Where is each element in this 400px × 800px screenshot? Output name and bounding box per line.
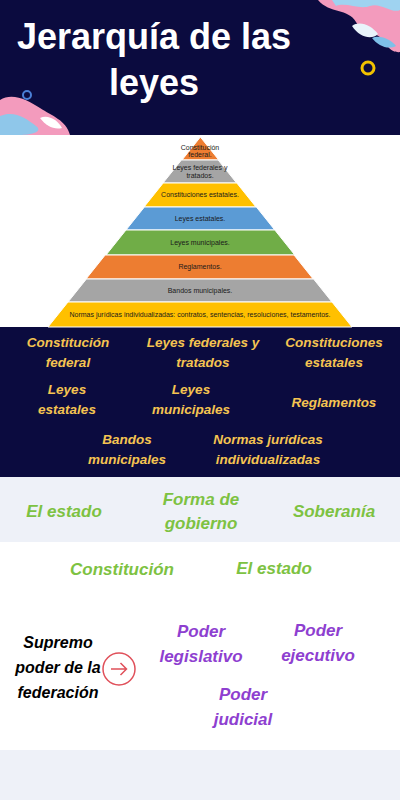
navy-band: [0, 327, 400, 477]
pyramid-band: Constitución federal.: [182, 137, 219, 160]
band-fill: [48, 302, 352, 327]
concept-label: Leyes municipales: [146, 380, 236, 420]
concept-label: Supremo poder de la federación: [5, 630, 111, 705]
pyramid-band: Leyes municipales.: [106, 230, 295, 255]
pyramid-band: Leyes estatales.: [126, 207, 275, 230]
concept-label: Normas jurídicas individualizadas: [206, 430, 330, 470]
band-label: Constitución federal.: [178, 144, 222, 159]
band-label: Normas jurídicas individualizadas: contr…: [69, 311, 331, 319]
arrow-icon: [103, 653, 135, 685]
pyramid-ground: [0, 135, 400, 327]
pyramid-band: Reglamentos.: [86, 255, 313, 279]
band-label: Leyes federales y tratados.: [160, 164, 240, 179]
concept-label: Poder judicial: [194, 682, 292, 732]
band-fill: [68, 279, 332, 302]
pyramid-band: Bandos municipales.: [68, 279, 332, 302]
concept-label: Leyes federales y tratados: [142, 333, 264, 373]
white-band: [0, 542, 400, 750]
title: Jerarquía de las leyes: [4, 14, 304, 106]
band-label: Reglamentos.: [80, 263, 320, 271]
concept-label: Leyes estatales: [22, 380, 112, 420]
band-label: Constituciones estatales.: [140, 191, 260, 199]
grey-band: [0, 477, 400, 542]
concept-label: Constituciones estatales: [278, 333, 390, 373]
concept-label: Soberanía: [279, 500, 389, 524]
concept-label: Poder ejecutivo: [269, 618, 367, 668]
concept-label: Constitución federal: [16, 333, 120, 373]
concept-label: Reglamentos: [279, 393, 389, 413]
concept-label: El estado: [9, 500, 119, 524]
pyramid-band: Leyes federales y tratados.: [163, 160, 237, 183]
concept-label: El estado: [214, 557, 334, 581]
concept-label: Bandos municipales: [77, 430, 177, 470]
concept-label: Poder legislativo: [152, 619, 250, 669]
footer-band: [0, 750, 400, 800]
paint-splash: [0, 0, 400, 135]
concept-label: Forma de gobierno: [146, 488, 256, 536]
concept-label: Constitución: [52, 558, 192, 582]
band-label: Leyes estatales.: [120, 215, 280, 223]
band-label: Leyes municipales.: [100, 239, 300, 247]
band-label: Bandos municipales.: [75, 287, 325, 295]
pyramid-band: Normas jurídicas individualizadas: contr…: [48, 302, 352, 327]
pyramid-band: Constituciones estatales.: [144, 183, 256, 207]
header-band: [0, 0, 400, 135]
